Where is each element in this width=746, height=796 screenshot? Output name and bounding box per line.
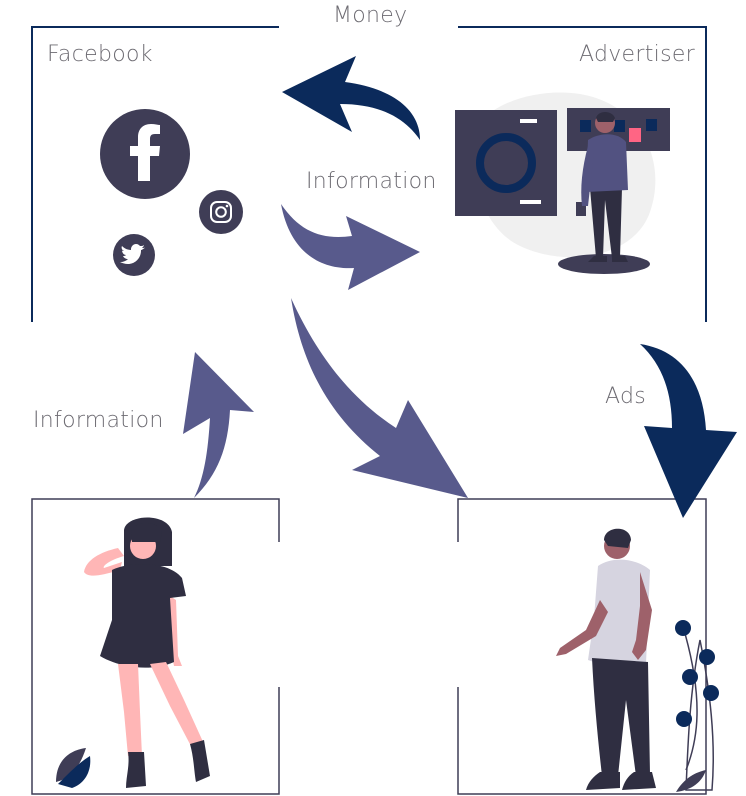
advertiser-label: Advertiser xyxy=(579,42,696,67)
information-arrow-right xyxy=(281,204,420,290)
facebook-icon xyxy=(100,109,190,199)
facebook-label: Facebook xyxy=(47,42,153,67)
twitter-icon xyxy=(113,234,155,276)
advertiser-illustration xyxy=(455,92,670,274)
information-label-left: Information xyxy=(33,408,164,433)
money-arrow xyxy=(282,56,420,140)
money-label: Money xyxy=(333,3,408,28)
man-illustration xyxy=(556,528,719,792)
woman-illustration xyxy=(56,517,210,788)
ads-label: Ads xyxy=(605,384,646,409)
ads-arrow xyxy=(640,344,737,518)
user-box-right xyxy=(457,498,707,795)
advertiser-box xyxy=(458,26,707,322)
facebook-box xyxy=(31,26,279,322)
information-arrow-diagonal xyxy=(291,298,468,498)
user-box-left xyxy=(31,498,280,795)
information-arrow-up xyxy=(183,352,254,498)
instagram-icon xyxy=(199,190,243,234)
information-label-top: Information xyxy=(306,169,437,194)
